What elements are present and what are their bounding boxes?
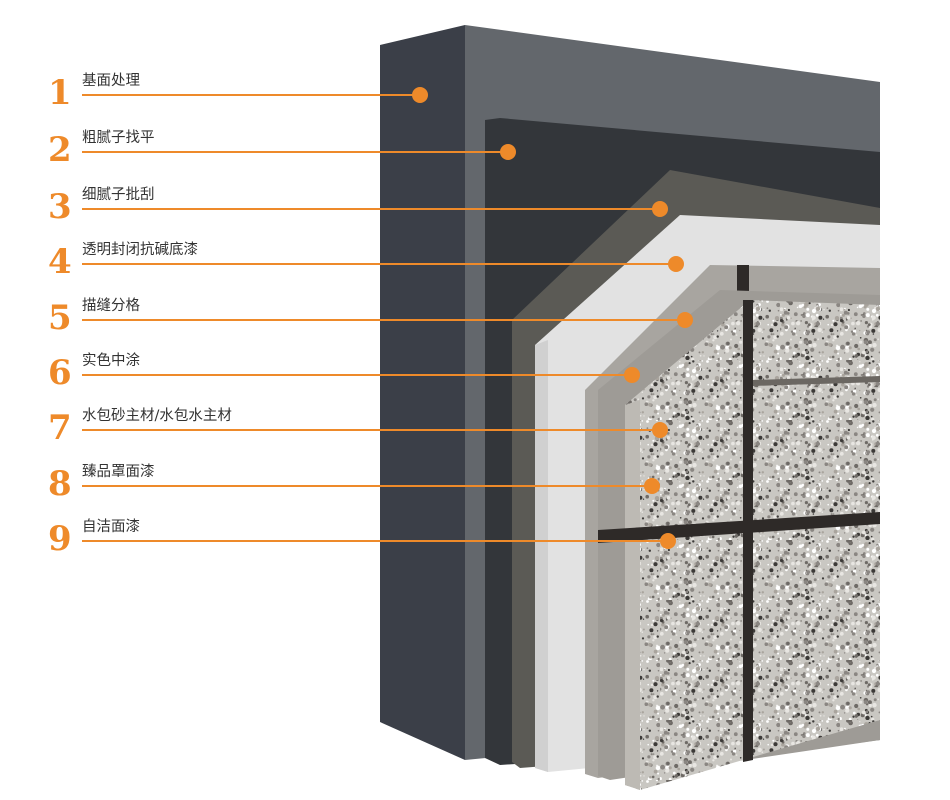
layer-number: 2 bbox=[48, 130, 72, 170]
callout-dot bbox=[668, 256, 684, 272]
callout-dot bbox=[412, 87, 428, 103]
layer-number: 3 bbox=[48, 187, 72, 227]
layer-name: 实色中涂 bbox=[82, 353, 140, 369]
layer-name: 细腻子批刮 bbox=[82, 187, 155, 203]
layer-name: 自洁面漆 bbox=[82, 519, 140, 535]
callout-dot bbox=[660, 533, 676, 549]
primer-edge bbox=[535, 340, 548, 772]
stone-edge bbox=[625, 400, 640, 790]
layer-number: 7 bbox=[48, 408, 72, 448]
layer-name: 基面处理 bbox=[82, 73, 140, 89]
callout-dot bbox=[644, 478, 660, 494]
layer-name: 透明封闭抗碱底漆 bbox=[82, 242, 198, 258]
callout-dot bbox=[500, 144, 516, 160]
layer-number: 8 bbox=[48, 464, 72, 504]
layer-name: 水包砂主材/水包水主材 bbox=[82, 408, 232, 424]
callout-dot bbox=[652, 201, 668, 217]
callout-dot bbox=[677, 312, 693, 328]
callout-dot bbox=[624, 367, 640, 383]
layer-number: 5 bbox=[48, 298, 72, 338]
base-wall-front bbox=[380, 25, 465, 760]
layer-number: 6 bbox=[48, 353, 72, 393]
layer-number: 9 bbox=[48, 519, 72, 559]
callout-dot bbox=[652, 422, 668, 438]
layer-name: 描缝分格 bbox=[82, 298, 140, 314]
layer-name: 粗腻子找平 bbox=[82, 130, 155, 146]
layer-name: 臻品罩面漆 bbox=[82, 464, 155, 480]
joint-top bbox=[753, 376, 880, 386]
layer-number: 1 bbox=[48, 73, 72, 113]
layer-number: 4 bbox=[48, 242, 72, 282]
